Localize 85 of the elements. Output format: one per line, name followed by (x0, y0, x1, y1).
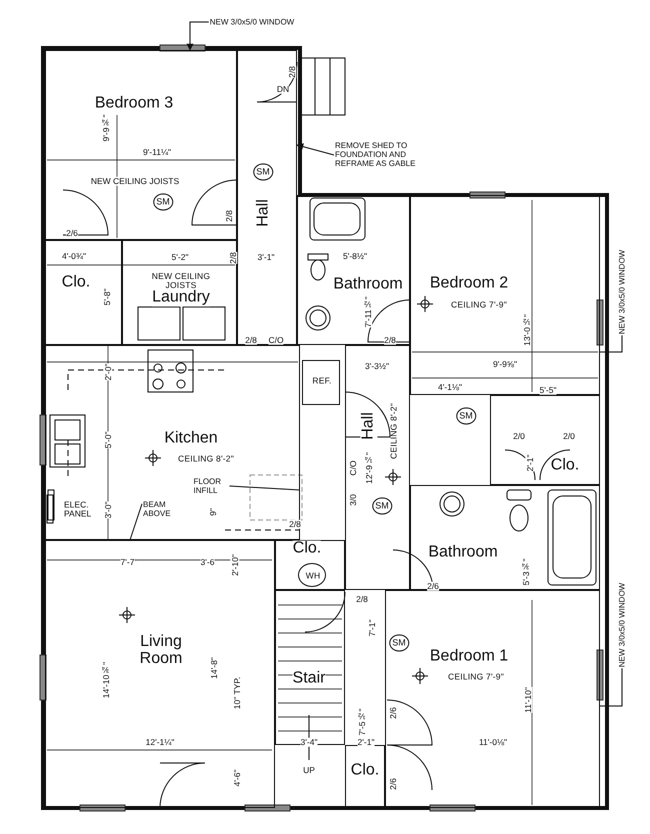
dimension-label: 4'-1⅛" (438, 382, 462, 392)
door-size-label: 2/8 (384, 336, 396, 344)
water-heater-symbol (298, 563, 326, 587)
door-size-label: 2/8 (289, 520, 301, 528)
door-size-label: 2/6 (427, 582, 439, 590)
appliance-label: WH (306, 572, 320, 580)
leader-line (600, 668, 622, 706)
note-text: BEAM ABOVE (143, 500, 175, 518)
note-text: C/O (268, 336, 284, 344)
dimension-label: 5'-2" (172, 252, 188, 262)
dimension-label: 11'-10" (524, 687, 532, 713)
room-name: Laundry (152, 290, 210, 306)
door-size-label: 2/8 (288, 66, 296, 78)
note-text: ELEC. PANEL (64, 500, 92, 518)
door-size-label: 2/6 (388, 778, 398, 790)
dimension-label: 3'-6" (200, 558, 218, 566)
dimension-label: 11'-0⅛" (478, 738, 508, 746)
dimension-label: 5'-5" (540, 386, 556, 394)
leader-line (186, 22, 210, 51)
refrigerator-box (302, 360, 340, 405)
dimension-label: 7'-1" (368, 620, 376, 636)
note-text: 10" TYP. (232, 676, 242, 710)
dimension-label: 13'-0½" (522, 314, 532, 346)
room-outline (275, 540, 345, 590)
ceiling-height-note: CEILING 7'-9" (448, 672, 504, 682)
note-text: C/O (348, 460, 358, 476)
note-text: NEW CEILING JOISTS (150, 272, 212, 290)
leader-line (130, 503, 142, 540)
note-text: UP (303, 766, 315, 774)
door-size-label: 2/8 (356, 594, 368, 604)
door-size-label: 2/8 (228, 252, 238, 264)
smoke-detector-symbol: SM (153, 194, 173, 210)
dimension-label: 14'-8" (210, 657, 218, 679)
leader-line (296, 143, 334, 156)
dimension-label: 9'-9⅝" (493, 360, 517, 368)
dimension-label: 3'-1" (258, 252, 274, 262)
dimension-label: 12'-9¼" (364, 452, 374, 484)
dimension-label: 4'-6" (232, 770, 242, 786)
dimension-label: 7'-7" (120, 558, 138, 566)
door-size-label: 2/0 (563, 432, 575, 440)
leader-line (600, 334, 622, 352)
dimension-label: 7'-11½" (364, 296, 372, 328)
dimension-label: 12'-1¼" (146, 738, 174, 746)
door-size-label: 2/8 (245, 336, 257, 344)
dimension-label: 2'-0" (104, 364, 112, 380)
dimension-label: 9" (208, 508, 218, 516)
note-text: NEW CEILING JOISTS (90, 176, 180, 186)
door-size-label: 2/8 (224, 210, 234, 222)
room-name: Hall (360, 412, 378, 440)
dimension-label: 7'-5½" (358, 708, 366, 736)
dimension-label: 2'-10" (230, 554, 240, 576)
dimension-label: 5'-8½" (343, 252, 367, 260)
note-text: NEW 3/0x5/0 WINDOW (617, 582, 627, 668)
smoke-detector-symbol: SM (253, 164, 273, 180)
room-outline (275, 590, 345, 745)
dimension-label: 5'-3¾" (522, 558, 530, 586)
ceiling-height-note: CEILING 8'-2" (178, 454, 234, 464)
door-size-label: 2/0 (513, 432, 525, 440)
dimension-label: 2'-1" (358, 738, 374, 746)
note-text: NEW 3/0x5/0 WINDOW (210, 17, 294, 27)
leader-line (229, 486, 300, 490)
door-size-label: 3/0 (348, 494, 358, 506)
dimension-label: 9'-11¼" (142, 148, 172, 156)
dimension-label: 3'-4" (300, 738, 318, 746)
smoke-detector-symbol: SM (372, 498, 392, 514)
smoke-detector-symbol: SM (456, 408, 476, 424)
door-size-label: 2/6 (66, 228, 78, 238)
dimension-label: 9'-9¾" (102, 114, 110, 142)
dimension-label: 14'-10¾" (102, 662, 110, 698)
ceiling-height-note: CEILING 7'-9" (451, 300, 507, 310)
note-text: NEW 3/0x5/0 WINDOW (617, 250, 627, 334)
appliance-label: REF. (312, 376, 332, 386)
dimension-label: 3'-3½" (365, 362, 389, 370)
door-size-label: 2/6 (388, 707, 398, 719)
dimension-label: 5'-0" (104, 432, 112, 448)
dimension-label: 5'-8" (102, 288, 112, 306)
smoke-detector-symbol: SM (389, 634, 409, 652)
dimension-label: 4'-0¾" (62, 252, 86, 260)
note-text: FLOOR INFILL (194, 476, 228, 496)
room-outline (345, 745, 385, 808)
ceiling-height-note: CEILING 8'-2" (390, 403, 398, 459)
note-text: REMOVE SHED TO FOUNDATION AND REFRAME AS GABLE (335, 141, 435, 169)
dimension-label: 3'-0" (104, 502, 112, 518)
dimension-label: 2'-1" (526, 454, 534, 472)
note-text: DN (276, 84, 290, 94)
